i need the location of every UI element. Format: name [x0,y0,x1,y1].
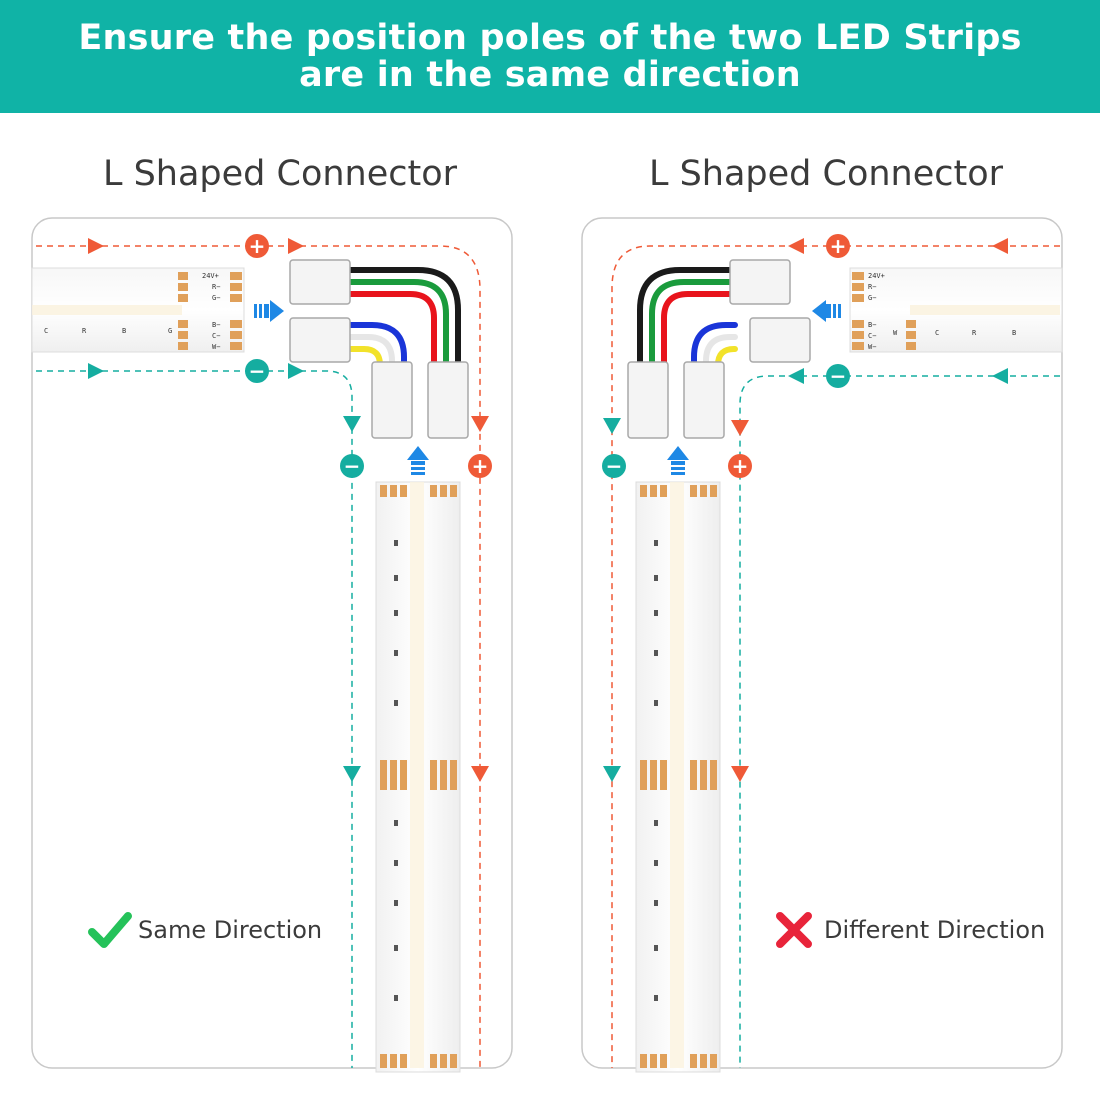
arrow-down-positive [471,416,489,432]
insert-arrow-up-icon [667,446,689,475]
right-connector-housing [627,259,811,439]
pad-label-g: G− [868,294,876,302]
negative-sign: − [606,454,623,478]
left-polarity-badges: + + − − [245,234,492,478]
wire-green [342,279,449,381]
chip-label-w: W [893,329,898,337]
right-flow-arrows [667,300,841,475]
pad-label-r: R− [212,283,220,291]
right-horizontal-strip: 24V+ R− G− B− C− W− W C R B [849,267,1063,353]
arrow-down-negative [343,766,361,782]
pad-label-c: C− [868,332,876,340]
header-banner: Ensure the position poles of the two LED… [0,0,1100,113]
pad-label-b: B− [212,321,220,329]
pad-label-w: W− [868,343,876,351]
arrow-right-positive [288,238,304,254]
pad-label-r: R− [868,283,876,291]
left-polarity-arrows [88,238,489,782]
wire-green [649,279,738,381]
right-connector-wires [637,267,738,381]
chip-label-c: C [44,327,48,335]
left-vertical-strip [375,481,461,1073]
wire-blue [691,322,738,381]
chip-label-b: B [122,327,126,335]
wire-black [637,267,738,381]
pad-label-b: B− [868,321,876,329]
right-panel-title: L Shaped Connector [648,154,1004,194]
right-status: Different Direction [774,910,1045,950]
banner-line-2: are in the same direction [299,54,801,95]
chip-label-r: R [82,327,87,335]
wire-black [342,267,461,381]
chip-label-g: G [168,327,172,335]
positive-sign: + [472,454,489,478]
arrow-down-negative [603,418,621,434]
check-icon [88,912,132,948]
positive-sign: + [249,234,266,258]
wire-white [342,334,395,381]
arrow-left-positive [788,238,804,254]
arrow-down-positive [731,420,749,436]
left-panel-frame [31,217,513,1069]
insert-arrow-up-icon [407,446,429,475]
wire-red [661,291,738,381]
pad-label-24v: 24V+ [202,272,219,280]
arrow-down-positive [471,766,489,782]
cross-icon [776,912,812,948]
arrow-right-positive [88,238,104,254]
left-connector-housing [289,259,469,439]
wire-white [703,334,738,381]
wire-red [342,291,437,381]
arrow-right-negative [88,363,104,379]
positive-sign: + [830,234,847,258]
chip-label-c: C [935,329,939,337]
different-direction-label: Different Direction [824,916,1046,944]
left-negative-trace [36,370,353,1068]
right-polarity-badges: + + − − [602,234,850,478]
arrow-down-negative [343,416,361,432]
chip-label-b: B [1012,329,1016,337]
arrow-right-negative [288,363,304,379]
arrow-down-positive [731,766,749,782]
pad-label-g: G− [212,294,220,302]
right-vertical-strip [635,481,721,1073]
negative-sign: − [830,364,847,388]
left-connector-wires [342,267,461,381]
left-panel-graphics: 24V+ R− G− B− C− W− C R B G [31,234,492,1073]
insert-arrow-right-icon [254,300,284,322]
chip-label-r: R [972,329,977,337]
pad-label-w: W− [212,343,220,351]
left-status: Same Direction [88,910,322,950]
same-direction-label: Same Direction [138,916,323,944]
left-panel-title: L Shaped Connector [102,154,458,194]
negative-sign: − [249,359,266,383]
arrow-left-negative [992,368,1008,384]
arrow-left-positive [992,238,1008,254]
negative-sign: − [344,454,361,478]
right-negative-trace [739,375,1060,1068]
banner-line-1: Ensure the position poles of the two LED… [78,17,1022,58]
left-horizontal-strip: 24V+ R− G− B− C− W− C R B G [31,267,245,353]
right-panel-graphics: 24V+ R− G− B− C− W− W C R B [602,234,1063,1073]
right-polarity-arrows [603,238,1008,782]
arrow-down-negative [603,766,621,782]
wire-blue [342,322,407,381]
pad-label-24v: 24V+ [868,272,885,280]
arrow-left-negative [788,368,804,384]
right-positive-trace [611,245,1060,1068]
insert-arrow-left-icon [812,300,841,322]
right-panel-frame [581,217,1063,1069]
positive-sign: + [732,454,749,478]
left-flow-arrows [254,300,429,475]
pad-label-c: C− [212,332,220,340]
